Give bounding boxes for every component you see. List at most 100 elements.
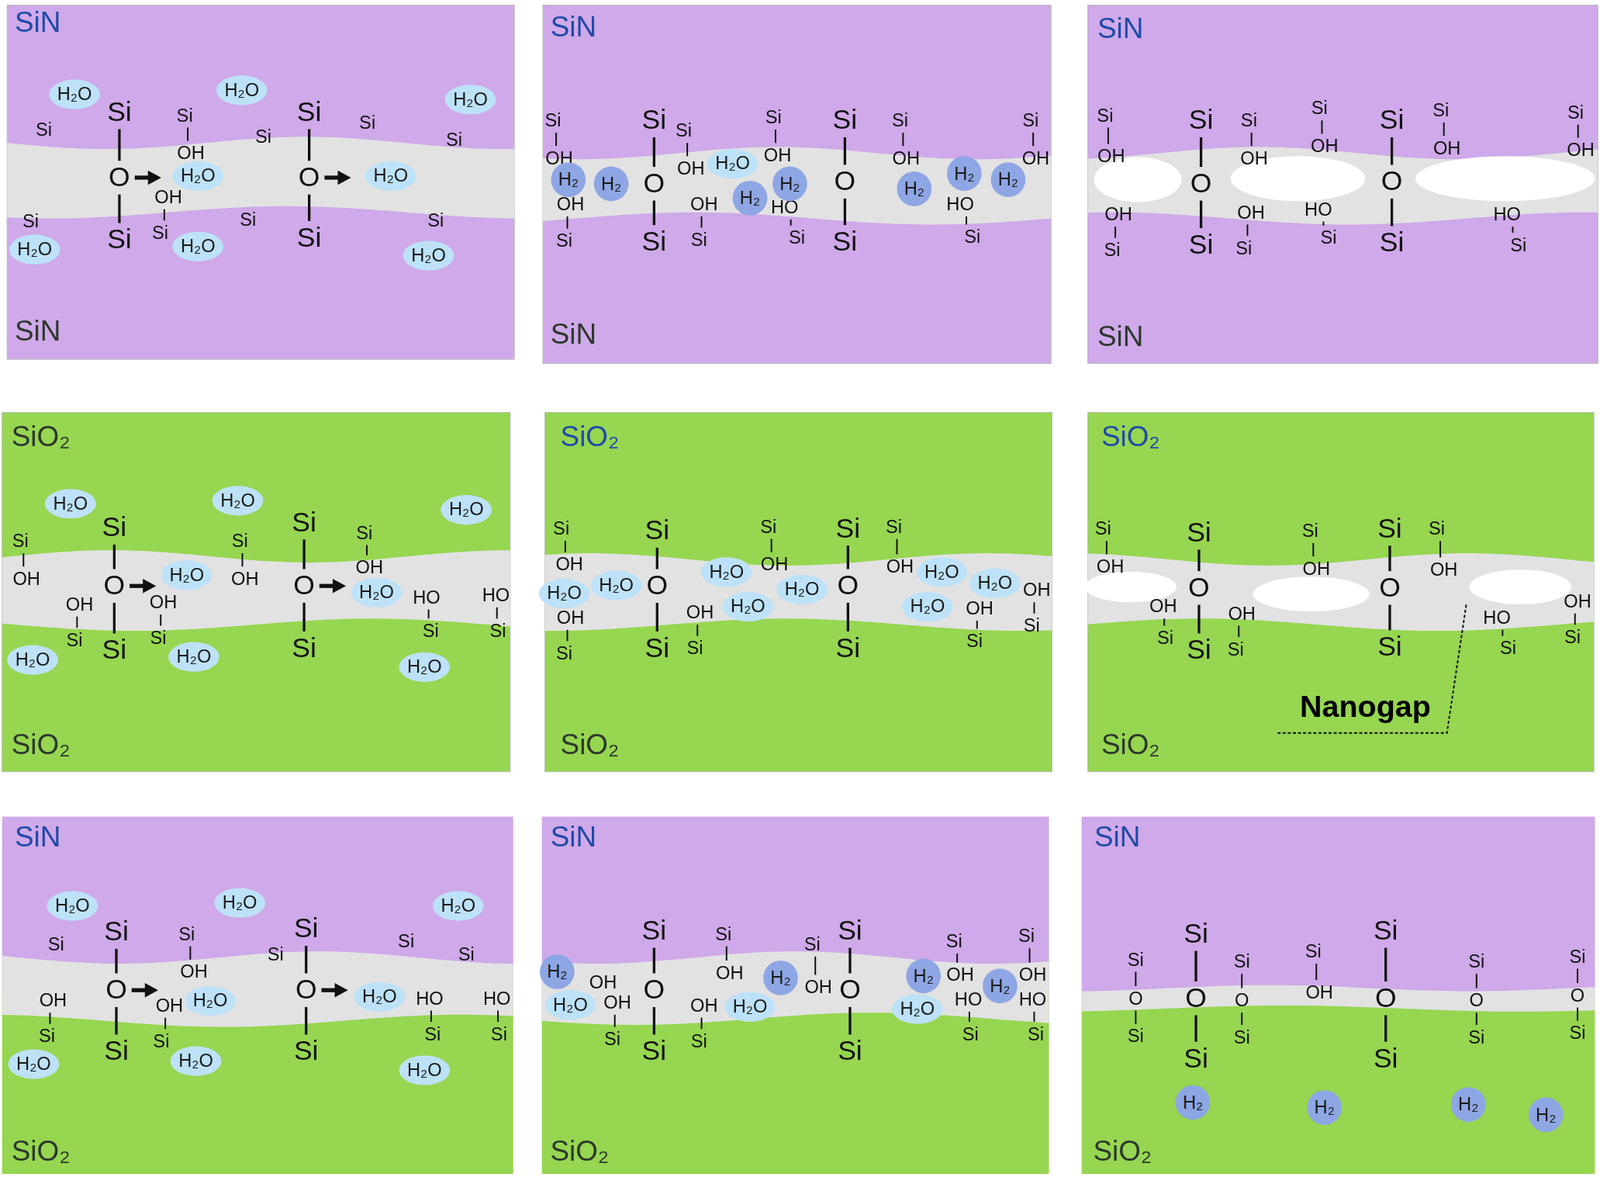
group-label: Si	[178, 924, 195, 944]
material-label: SiO₂	[560, 730, 620, 760]
callout-label: Nanogap	[1299, 691, 1431, 722]
diffusion-arrow	[321, 988, 337, 992]
bond-line	[976, 620, 978, 629]
bond-line	[1443, 122, 1445, 136]
diffusion-arrow	[324, 175, 340, 180]
group-label: Si	[48, 934, 65, 954]
group-label: OH	[1022, 148, 1051, 168]
molecule-formula: H₂O	[15, 649, 51, 669]
atom-label: O	[1188, 573, 1210, 602]
water-bubble: H₂O	[539, 577, 591, 608]
water-bubble: H₂O	[354, 981, 406, 1011]
bond-line	[1574, 613, 1576, 625]
bond-line	[1577, 124, 1580, 139]
bond-line	[114, 948, 118, 974]
group-label: OH	[715, 963, 744, 982]
group-label: Si	[1235, 238, 1252, 258]
bond-line	[159, 614, 162, 626]
material-label: SiO₂	[1101, 422, 1161, 452]
atom-label: Si	[297, 224, 322, 253]
material-label: SiO₂	[1101, 730, 1161, 760]
group-label: OH	[556, 608, 585, 627]
atom-label: Si	[832, 228, 858, 256]
bond-line	[307, 128, 311, 161]
water-bubble: H₂O	[398, 651, 450, 681]
material-label: SiO₂	[549, 1136, 609, 1166]
group-label: OH	[677, 158, 705, 178]
diffusion-arrowhead	[335, 982, 349, 997]
group-label: Si	[490, 1024, 508, 1044]
diffusion-arrowhead	[142, 578, 156, 593]
group-label: OH	[355, 558, 384, 578]
group-label: Si	[255, 127, 272, 146]
atom-label: Si	[102, 635, 128, 664]
group-label: Si	[715, 924, 732, 944]
group-label: Si	[359, 113, 376, 132]
bond-line	[1240, 973, 1243, 988]
group-label: O	[1570, 985, 1585, 1005]
group-label: Si	[964, 227, 981, 246]
atom-label: Si	[1373, 1044, 1399, 1073]
molecule-formula: H₂O	[411, 245, 446, 265]
water-bubble: H₂O	[891, 993, 944, 1023]
atom-label: Si	[837, 1036, 863, 1065]
material-layer	[542, 5, 1051, 364]
group-label: HO	[770, 197, 799, 217]
atom-label: Si	[836, 634, 861, 663]
water-bubble: H₂O	[170, 1045, 222, 1075]
bond-line	[307, 194, 311, 222]
bond-line	[566, 216, 569, 229]
atom-label: Si	[102, 513, 128, 542]
material-label: SiN	[14, 8, 61, 38]
atom-label: Si	[645, 634, 671, 663]
molecule-formula: H₂O	[176, 646, 212, 666]
material-label: SiO₂	[560, 422, 620, 452]
atom-label: Si	[1186, 635, 1212, 664]
group-label: Si	[966, 631, 983, 650]
group-label: OH	[12, 569, 41, 588]
water-bubble: H₂O	[214, 887, 266, 917]
material-label: SiO₂	[11, 730, 71, 760]
group-label: OH	[965, 598, 994, 618]
bond-line	[566, 629, 569, 641]
water-bubble: H₂O	[724, 991, 776, 1021]
molecule-formula: H₂O	[440, 895, 476, 915]
atom-label: Si	[291, 508, 317, 537]
material-label: SiO₂	[1092, 1136, 1152, 1166]
bond-line	[846, 545, 850, 569]
bond-line	[1105, 540, 1108, 554]
molecule-formula: H₂O	[910, 597, 946, 616]
material-label: SiN	[550, 822, 597, 851]
group-label: Si	[1564, 627, 1581, 647]
group-label: OH	[1430, 559, 1459, 579]
group-label: Si	[427, 210, 444, 230]
material-label: SiN	[14, 822, 61, 851]
group-label: Si	[675, 121, 692, 141]
water-bubble: H₂O	[969, 567, 1021, 598]
group-label: OH	[1566, 141, 1595, 160]
group-label: OH	[65, 594, 94, 614]
atom-label: Si	[642, 106, 667, 135]
molecule-formula: H₂O	[55, 895, 90, 915]
group-label: OH	[886, 556, 915, 576]
molecule-formula: H₂O	[373, 165, 409, 185]
group-label: Si	[445, 130, 463, 149]
bond-line	[304, 945, 308, 974]
group-label: Si	[1305, 941, 1322, 961]
hydrogen-bubble: H₂	[905, 957, 941, 993]
atom-label: Si	[1188, 231, 1214, 260]
bond-line	[189, 946, 191, 960]
group-label: Si	[490, 621, 507, 640]
group-label: OH	[690, 995, 719, 1015]
group-label: HO	[1304, 200, 1333, 219]
group-label: OH	[1104, 204, 1133, 224]
group-label: Si	[962, 1024, 979, 1044]
molecule-formula: H₂	[953, 164, 975, 184]
bond-line	[965, 216, 968, 225]
molecule-formula: H₂O	[224, 80, 260, 100]
molecule-formula: H₂O	[452, 89, 488, 109]
molecule-formula: H₂O	[977, 573, 1013, 592]
bond-line	[117, 128, 121, 161]
atom-label: O	[295, 975, 318, 1004]
group-label: HO	[415, 988, 444, 1008]
